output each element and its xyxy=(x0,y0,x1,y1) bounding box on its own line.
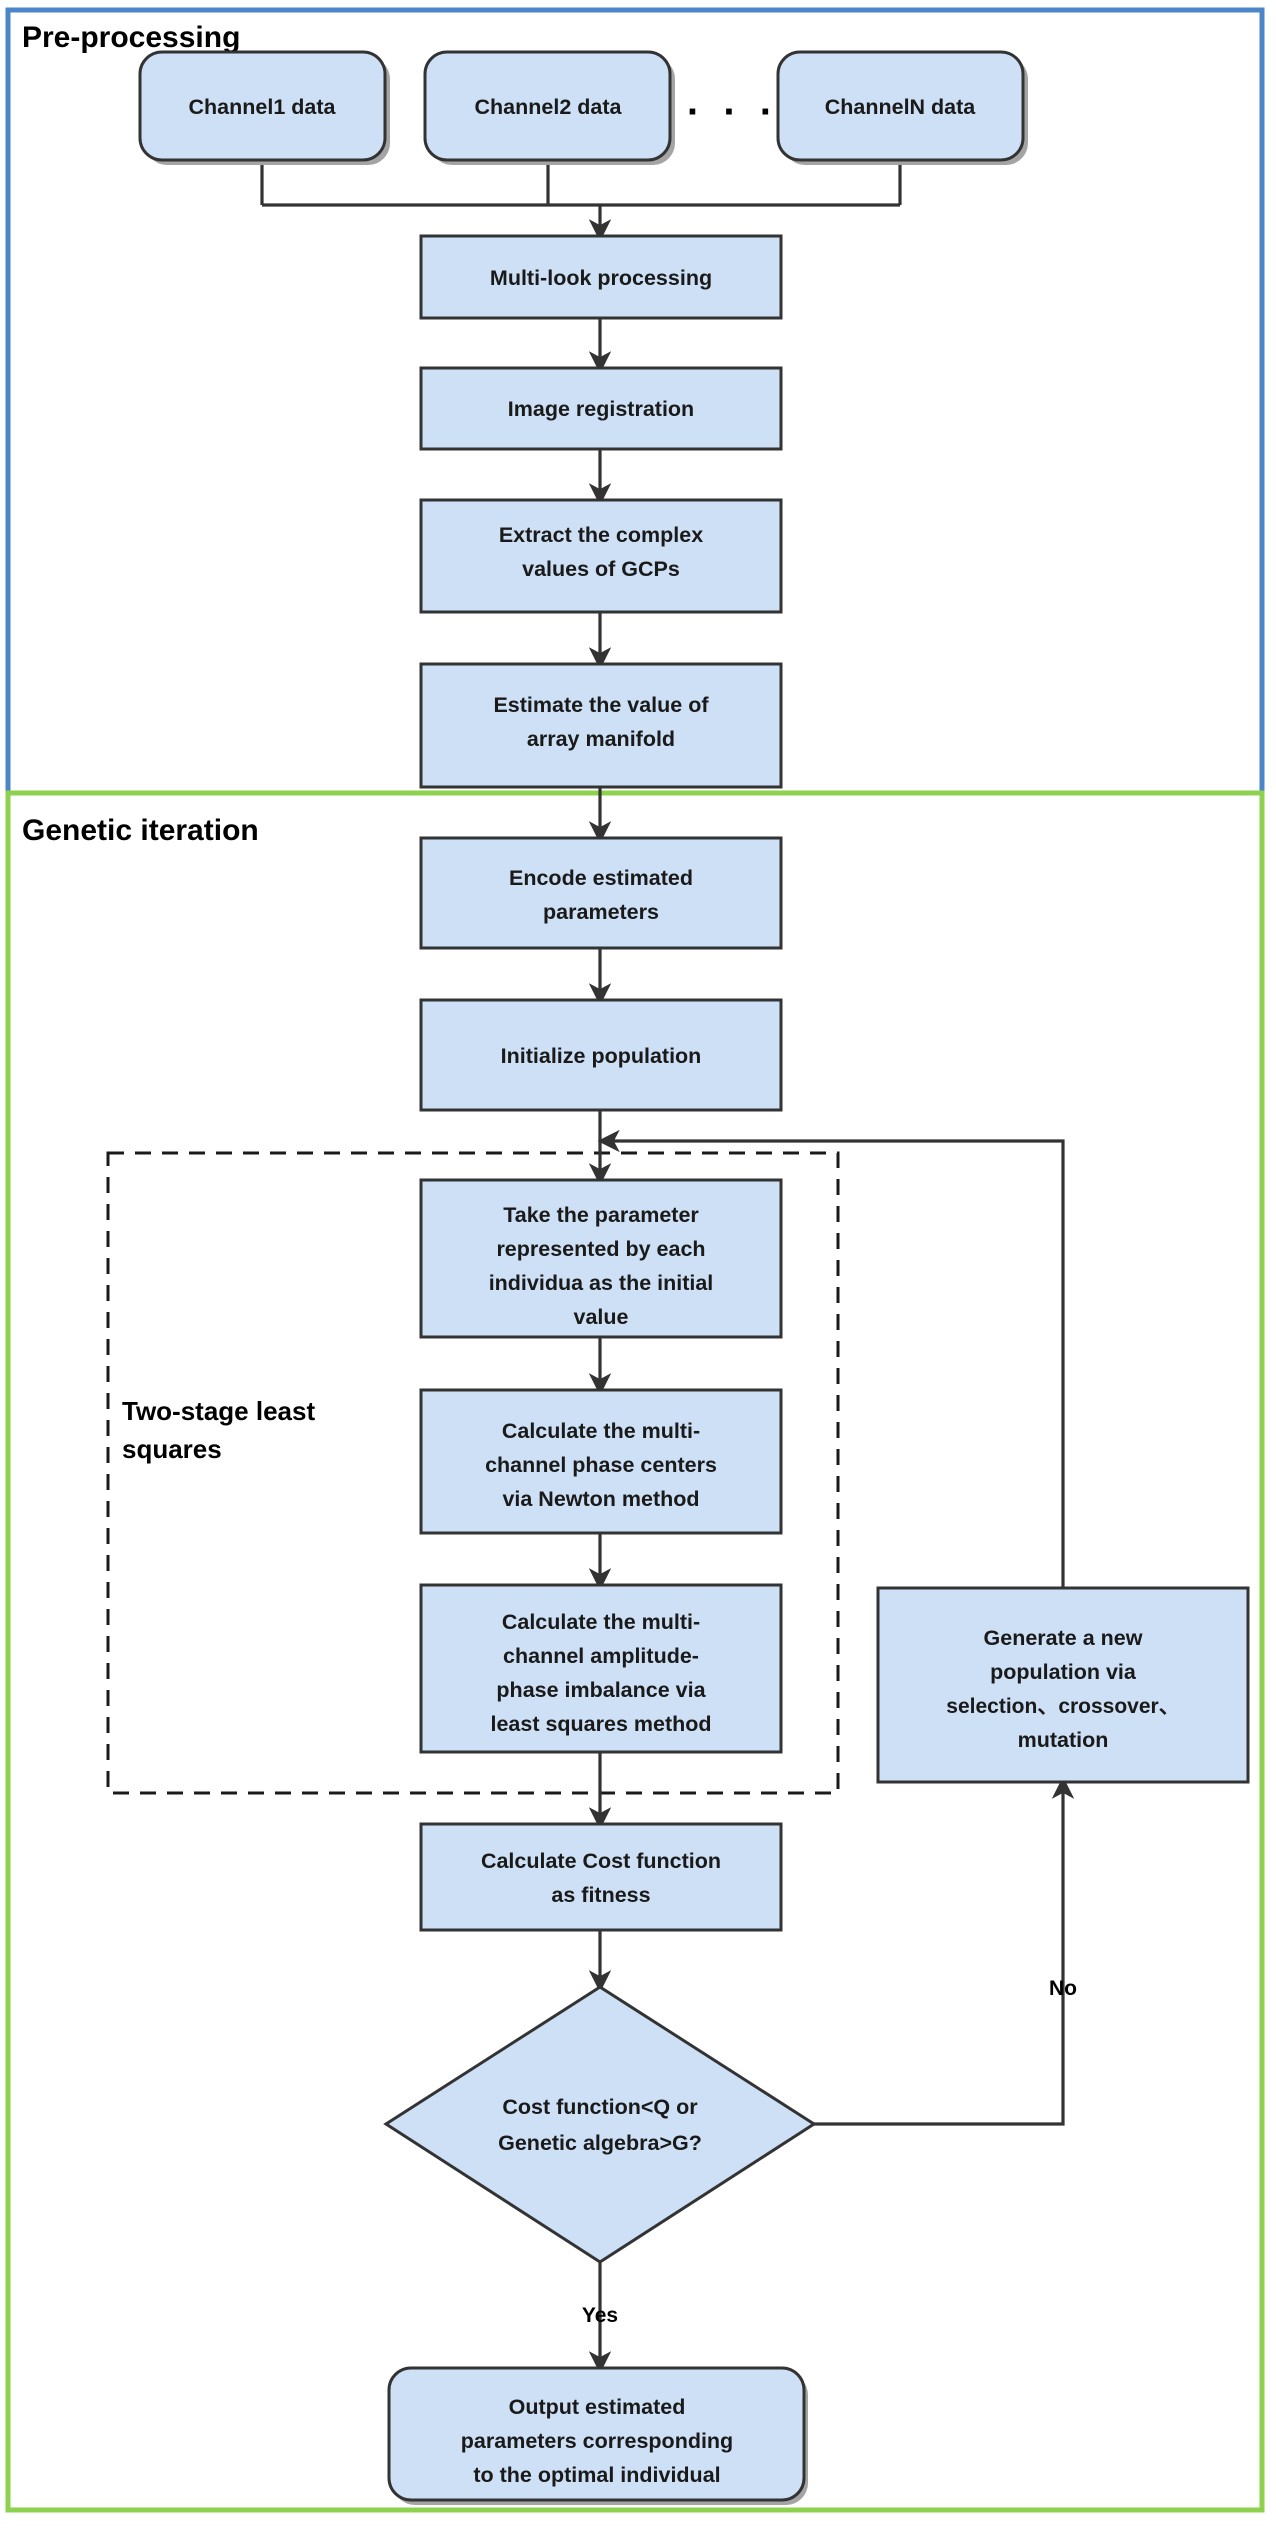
genetic-section-label: Genetic iteration xyxy=(22,814,259,847)
two-stage-least-squares-frame xyxy=(106,1151,840,1795)
node-generate-new-population-line3: selection、crossover、 xyxy=(946,1695,1179,1718)
node-estimate-array-manifold-line2: array manifold xyxy=(527,727,675,751)
node-channel2-data-label: Channel2 data xyxy=(475,95,623,119)
node-take-parameter-initial-value[interactable]: Take the parameter represented by each i… xyxy=(419,1178,783,1339)
node-take-parameter-initial-value-line2: represented by each xyxy=(496,1237,705,1261)
node-take-parameter-initial-value-line4: value xyxy=(574,1305,629,1329)
node-multilook-processing[interactable]: Multi-look processing xyxy=(419,234,783,320)
node-multilook-processing-label: Multi-look processing xyxy=(490,266,712,290)
genetic-section-frame xyxy=(5,790,1265,2513)
node-calculate-amplitude-phase-imbalance-line1: Calculate the multi- xyxy=(502,1610,700,1634)
node-take-parameter-initial-value-line3: individua as the initial xyxy=(489,1271,714,1295)
node-channel1-data[interactable]: Channel1 data xyxy=(138,50,390,165)
node-calculate-amplitude-phase-imbalance-line2: channel amplitude- xyxy=(503,1644,699,1668)
node-channel2-data[interactable]: Channel2 data xyxy=(423,50,675,165)
node-channelN-data[interactable]: ChannelN data xyxy=(776,50,1028,165)
node-calculate-cost-function-line1: Calculate Cost function xyxy=(481,1849,721,1873)
node-channelN-data-label: ChannelN data xyxy=(825,95,977,119)
node-image-registration-label: Image registration xyxy=(508,397,694,421)
connector-decision-no-to-newpop xyxy=(814,1776,1075,2126)
node-encode-estimated-parameters-line2: parameters xyxy=(543,900,659,924)
preprocessing-section-label: Pre-processing xyxy=(22,21,240,54)
channels-ellipsis: · · · xyxy=(687,90,779,134)
node-take-parameter-initial-value-line1: Take the parameter xyxy=(503,1203,699,1227)
node-initialize-population-label: Initialize population xyxy=(501,1044,702,1068)
node-output-estimated-parameters-line2: parameters corresponding xyxy=(461,2429,733,2453)
node-calculate-phase-centers-newton[interactable]: Calculate the multi- channel phase cente… xyxy=(419,1388,783,1535)
node-extract-gcp-values[interactable]: Extract the complex values of GCPs xyxy=(419,498,783,614)
two-stage-least-squares-label-line2: squares xyxy=(122,1434,222,1464)
connector-newpop-to-loopback xyxy=(597,1129,1065,1588)
two-stage-least-squares-label-line1: Two-stage least xyxy=(122,1396,315,1426)
node-output-estimated-parameters-line1: Output estimated xyxy=(509,2395,686,2419)
node-calculate-amplitude-phase-imbalance-line4: least squares method xyxy=(490,1712,711,1736)
node-image-registration[interactable]: Image registration xyxy=(419,366,783,451)
node-calculate-phase-centers-newton-line1: Calculate the multi- xyxy=(502,1419,700,1443)
node-decision-cost-or-generation-line1: Cost function<Q or xyxy=(502,2095,698,2119)
node-generate-new-population-line4: mutation xyxy=(1018,1728,1109,1752)
node-calculate-cost-function[interactable]: Calculate Cost function as fitness xyxy=(419,1822,783,1932)
node-estimate-array-manifold[interactable]: Estimate the value of array manifold xyxy=(419,662,783,789)
node-channel1-data-label: Channel1 data xyxy=(189,95,337,119)
node-generate-new-population[interactable]: Generate a new population via selection、… xyxy=(876,1586,1250,1784)
node-calculate-amplitude-phase-imbalance[interactable]: Calculate the multi- channel amplitude- … xyxy=(419,1583,783,1754)
node-calculate-phase-centers-newton-line2: channel phase centers xyxy=(485,1453,717,1477)
node-encode-estimated-parameters[interactable]: Encode estimated parameters xyxy=(419,836,783,950)
node-extract-gcp-values-line2: values of GCPs xyxy=(522,557,680,581)
edge-label-yes: Yes xyxy=(582,2304,618,2327)
node-calculate-phase-centers-newton-line3: via Newton method xyxy=(502,1487,699,1511)
node-output-estimated-parameters[interactable]: Output estimated parameters correspondin… xyxy=(387,2366,808,2505)
node-decision-cost-or-generation[interactable]: Cost function<Q or Genetic algebra>G? xyxy=(383,1985,817,2264)
node-calculate-amplitude-phase-imbalance-line3: phase imbalance via xyxy=(496,1678,706,1702)
node-output-estimated-parameters-line3: to the optimal individual xyxy=(473,2463,720,2487)
node-extract-gcp-values-line1: Extract the complex xyxy=(499,523,703,547)
node-generate-new-population-line1: Generate a new xyxy=(984,1626,1143,1650)
node-calculate-cost-function-line2: as fitness xyxy=(551,1883,650,1907)
edge-label-no: No xyxy=(1049,1977,1077,2000)
node-initialize-population[interactable]: Initialize population xyxy=(419,998,783,1112)
node-estimate-array-manifold-line1: Estimate the value of xyxy=(493,693,709,717)
node-generate-new-population-line2: population via xyxy=(990,1660,1137,1684)
node-encode-estimated-parameters-line1: Encode estimated xyxy=(509,866,693,890)
node-decision-cost-or-generation-line2: Genetic algebra>G? xyxy=(498,2131,702,2155)
